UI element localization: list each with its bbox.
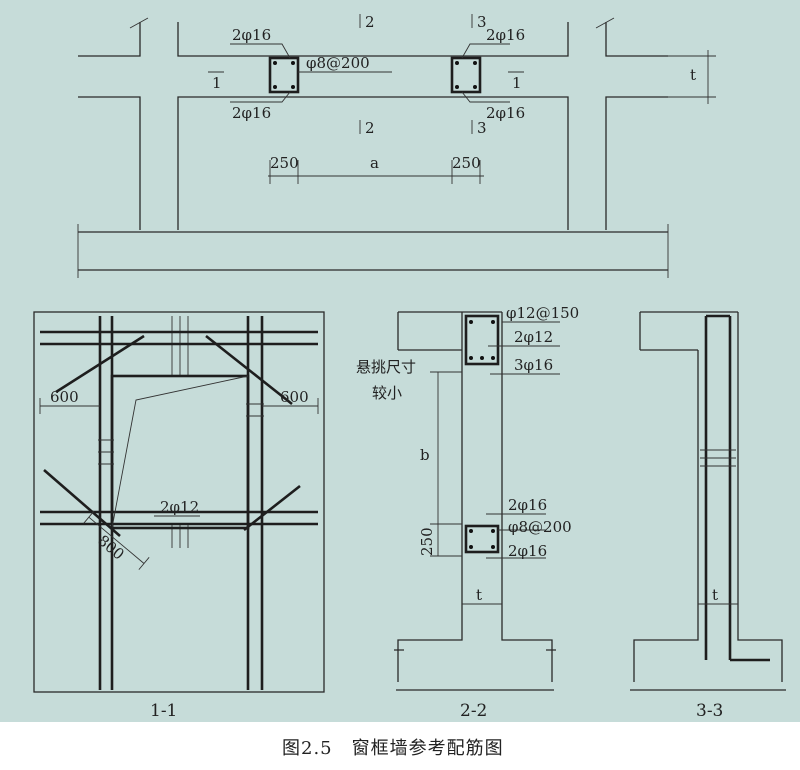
plan-bar-dot <box>473 61 477 65</box>
rebar-label: 2φ16 <box>486 104 525 122</box>
dimension-label: t <box>476 586 482 604</box>
section-mark-label: 1 <box>212 74 222 92</box>
plan-bar-dot <box>291 61 295 65</box>
cantilever-note: 悬挑尺寸 <box>356 358 416 376</box>
tie-bars <box>98 403 264 465</box>
view-title: 2-2 <box>460 701 487 721</box>
dimension-label: 600 <box>280 388 309 406</box>
diagonal-bars <box>43 334 301 537</box>
plan-wall-top <box>78 22 668 57</box>
plan-leader <box>230 91 291 103</box>
mid-beam-stirrup <box>464 524 500 554</box>
dimension-label: t <box>690 66 696 84</box>
dim-line <box>262 398 319 414</box>
plan-wall-bottom <box>78 96 668 230</box>
plan-dimension <box>668 50 716 104</box>
rebar-label: 2φ16 <box>508 496 547 514</box>
rebar-drawing: 2φ16 2φ16 φ8@200 2φ16 2φ16 1 1 2 2 3 3 2… <box>33 13 786 721</box>
cantilever-note: 较小 <box>372 384 402 402</box>
rebar-leader <box>486 513 546 559</box>
slab-top <box>639 311 738 351</box>
elevation-frame <box>33 311 325 693</box>
rebar-label: 2φ16 <box>508 542 547 560</box>
section-mark-label: 3 <box>477 13 487 31</box>
dim-line <box>430 371 462 557</box>
plan-bar-dot <box>473 85 477 89</box>
opening-crack-line <box>111 375 249 529</box>
wall-bars <box>704 314 770 662</box>
plan-leader <box>461 91 510 103</box>
section-mark-label: 3 <box>477 119 487 137</box>
rebar-label: 2φ12 <box>160 498 199 516</box>
section-mark-label: 2 <box>365 13 375 31</box>
dimension-label: 600 <box>50 388 79 406</box>
section-mark <box>359 14 473 134</box>
plan-bar-dot <box>273 85 277 89</box>
dim-line <box>39 398 100 414</box>
dimension-label: 250 <box>418 527 436 556</box>
section-3-3: t 3-3 <box>630 311 786 721</box>
stirrup-label: φ8@200 <box>508 518 572 536</box>
wall-outline <box>633 312 783 682</box>
dimension-label: a <box>370 154 379 172</box>
section-2-2: φ12@150 2φ12 3φ16 悬挑尺寸 较小 2φ16 φ8@200 2φ… <box>356 304 579 721</box>
view-title: 1-1 <box>150 701 177 721</box>
dimension-label: b <box>420 446 430 464</box>
elevation-1-1: 600 600 800 2φ12 1-1 <box>33 311 325 721</box>
figure-caption-bar: 图2.5 窗框墙参考配筋图 <box>0 722 800 770</box>
stirrup-label: φ8@200 <box>306 54 370 72</box>
plan-dimension <box>268 160 484 184</box>
view-title: 3-3 <box>696 701 723 721</box>
plan-bar-dot <box>291 85 295 89</box>
section-mark-label: 1 <box>512 74 522 92</box>
tie-bars <box>700 449 736 467</box>
wall-outline <box>397 312 553 682</box>
dimension-label: t <box>712 586 718 604</box>
plan-column-right <box>450 56 482 94</box>
rebar-leader <box>488 321 560 375</box>
plan-break-marks <box>129 17 615 29</box>
plan-bar-dot <box>455 85 459 89</box>
dimension-label: 250 <box>270 154 299 172</box>
plan-leader <box>230 43 291 59</box>
rebar-label: 2φ12 <box>514 328 553 346</box>
section-mark-label: 2 <box>365 119 375 137</box>
plan-view: 2φ16 2φ16 φ8@200 2φ16 2φ16 1 1 2 2 3 3 2… <box>77 13 716 278</box>
horizontal-bars <box>40 330 318 526</box>
figure-caption: 图2.5 窗框墙参考配筋图 <box>282 738 504 759</box>
stirrup-label: φ12@150 <box>506 304 579 322</box>
top-beam-stirrup <box>464 314 500 366</box>
plan-bar-dot <box>273 61 277 65</box>
slab-top <box>397 311 502 351</box>
plan-bar-dot <box>455 61 459 65</box>
plan-dim-ticks <box>77 224 669 278</box>
rebar-label: 2φ16 <box>232 26 271 44</box>
rebar-label: 2φ16 <box>232 104 271 122</box>
rebar-label: 2φ16 <box>486 26 525 44</box>
plan-leader <box>461 43 510 59</box>
dimension-label: 250 <box>452 154 481 172</box>
rebar-label: 3φ16 <box>514 356 553 374</box>
column-bars <box>171 316 189 548</box>
plan-column-left <box>268 56 300 94</box>
